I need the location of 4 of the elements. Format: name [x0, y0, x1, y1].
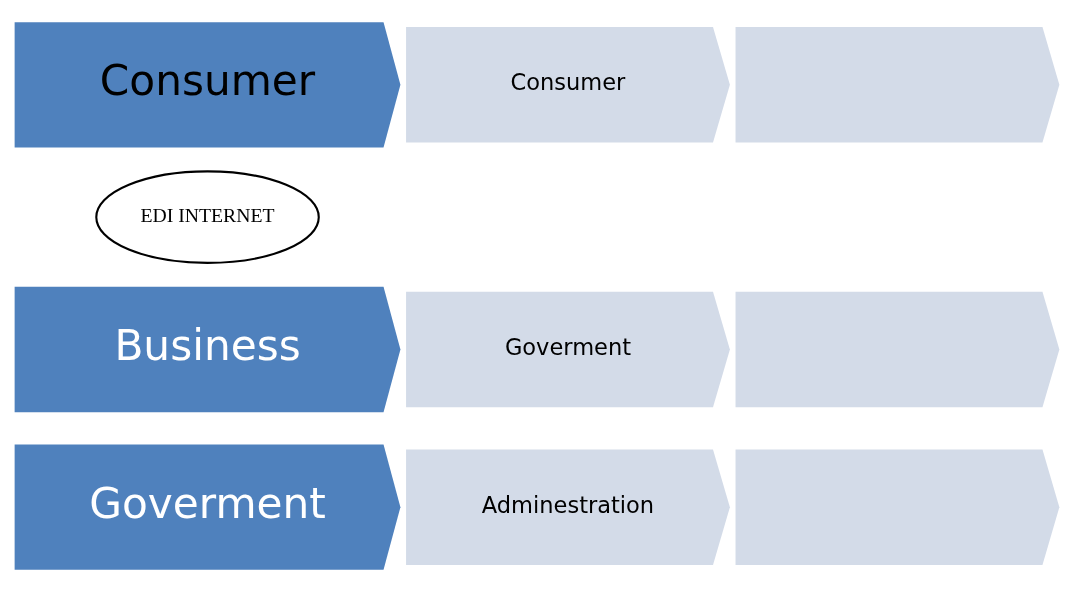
- node-chevron: [735, 27, 1059, 143]
- node-chevron: [735, 291, 1059, 408]
- node-ellipse: EDI INTERNET: [94, 170, 320, 264]
- node-chevron: [735, 449, 1059, 565]
